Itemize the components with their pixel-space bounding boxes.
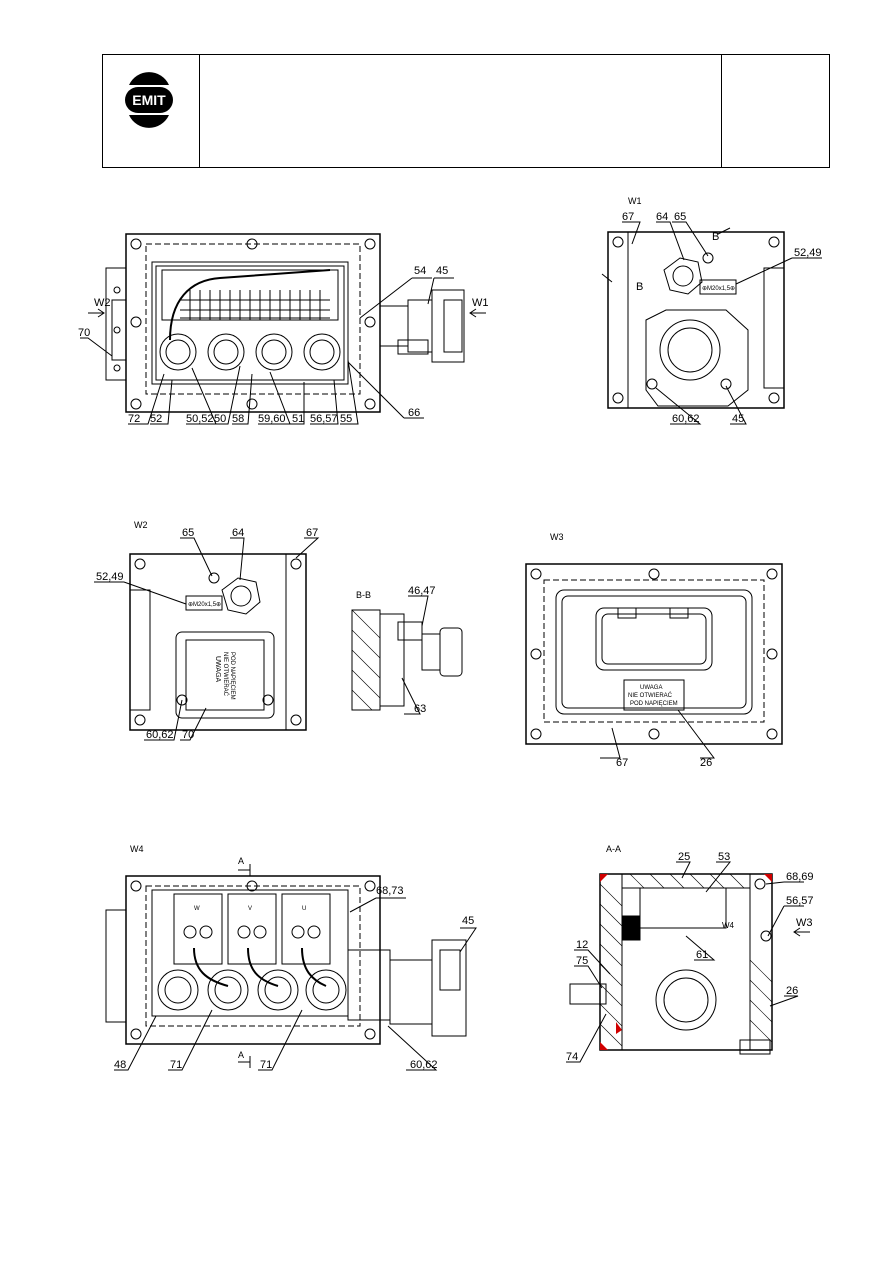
w2-callout-60-62: 60,62	[146, 729, 174, 741]
w1-callout-60-62: 60,62	[672, 413, 700, 425]
w2-warning-line1: UWAGA	[214, 656, 221, 683]
w2-callout-67: 67	[306, 527, 318, 539]
callout-51: 51	[292, 413, 304, 425]
arrow-w1-label: W1	[472, 297, 489, 309]
view-w3	[525, 563, 783, 759]
section-b-left: B	[636, 281, 643, 293]
view-w4-title: W4	[130, 844, 144, 854]
callout-52: 52	[150, 413, 162, 425]
w4-callout-71a: 71	[170, 1059, 182, 1071]
callout-66: 66	[408, 407, 420, 419]
w3-callout-26: 26	[700, 757, 712, 769]
callout-56-57: 56,57	[310, 413, 338, 425]
view-w1-title: W1	[628, 196, 642, 206]
view-section-aa	[566, 861, 810, 1063]
w3-warning-line2: NIE OTWIERAĆ	[628, 692, 673, 699]
aa-callout-53: 53	[718, 851, 730, 863]
view-aa-title: A-A	[606, 844, 621, 854]
w2-callout-65: 65	[182, 527, 194, 539]
section-b-top: B	[712, 231, 719, 243]
terminal-u-letter: U	[302, 906, 306, 912]
w2-callout-70: 70	[182, 729, 194, 741]
view-top-left	[80, 233, 486, 425]
callout-72: 72	[128, 413, 140, 425]
bb-callout-46-47: 46,47	[408, 585, 436, 597]
callout-45: 45	[436, 265, 448, 277]
aa-callout-12: 12	[576, 939, 588, 951]
w4-callout-48: 48	[114, 1059, 126, 1071]
terminal-row	[180, 290, 330, 320]
view-w1	[601, 221, 822, 425]
w1-thread-plate: ⊕M20x1,5⊕	[702, 286, 735, 292]
w2-warning-line3: POD NAPIĘCIEM	[229, 652, 235, 700]
bb-callout-63: 63	[414, 703, 426, 715]
aa-callout-25: 25	[678, 851, 690, 863]
w4-callout-71b: 71	[260, 1059, 272, 1071]
callout-54: 54	[414, 265, 426, 277]
view-w2-title: W2	[134, 520, 148, 530]
w2-thread-plate: ⊕M20x1,5⊕	[188, 602, 221, 608]
w3-warning-line1: UWAGA	[640, 685, 662, 691]
terminal-w-letter: W	[194, 906, 200, 912]
w3-warning-line3: POD NAPIĘCIEM	[630, 701, 678, 707]
callout-50-52: 50,52	[186, 413, 214, 425]
title-block-divider-right	[721, 55, 722, 167]
w1-callout-45: 45	[732, 413, 744, 425]
aa-callout-56-57: 56,57	[786, 895, 814, 907]
arrow-w2-label: W2	[94, 297, 111, 309]
w1-callout-52-49: 52,49	[794, 247, 822, 259]
w3-callout-67: 67	[616, 757, 628, 769]
section-a-top: A	[238, 856, 244, 866]
view-w3-title: W3	[550, 532, 564, 542]
logo-text: EMIT	[132, 92, 166, 108]
view-w2	[94, 537, 320, 741]
w2-warning-line2: NIE OTWIERAĆ	[222, 652, 229, 697]
w1-callout-64: 64	[656, 211, 668, 223]
callout-55: 55	[340, 413, 352, 425]
aa-callout-61: 61	[696, 949, 708, 961]
aa-callout-74: 74	[566, 1051, 578, 1063]
aa-callout-26: 26	[786, 985, 798, 997]
callout-58: 58	[232, 413, 244, 425]
w2-callout-64: 64	[232, 527, 244, 539]
callout-50: 50	[214, 413, 226, 425]
view-bb-title: B-B	[356, 590, 371, 600]
w4-callout-68-73: 68,73	[376, 885, 404, 897]
aa-callout-68-69: 68,69	[786, 871, 814, 883]
callout-70: 70	[78, 327, 90, 339]
aa-w4-label: W4	[722, 921, 735, 930]
section-a-bottom: A	[238, 1050, 244, 1060]
callout-59-60: 59,60	[258, 413, 286, 425]
w2-callout-52-49: 52,49	[96, 571, 124, 583]
w1-callout-67: 67	[622, 211, 634, 223]
w1-callout-65: 65	[674, 211, 686, 223]
arrow-w3-label: W3	[796, 917, 813, 929]
emit-logo: EMIT	[125, 72, 173, 128]
title-block-divider-left	[199, 55, 200, 167]
title-block: EMIT	[102, 54, 830, 168]
bolts	[130, 238, 376, 410]
view-section-bb	[351, 595, 463, 715]
w4-callout-60-62: 60,62	[410, 1059, 438, 1071]
w4-callout-45: 45	[462, 915, 474, 927]
terminal-v-letter: V	[248, 906, 252, 912]
aa-callout-75: 75	[576, 955, 588, 967]
view-w4	[105, 864, 477, 1071]
